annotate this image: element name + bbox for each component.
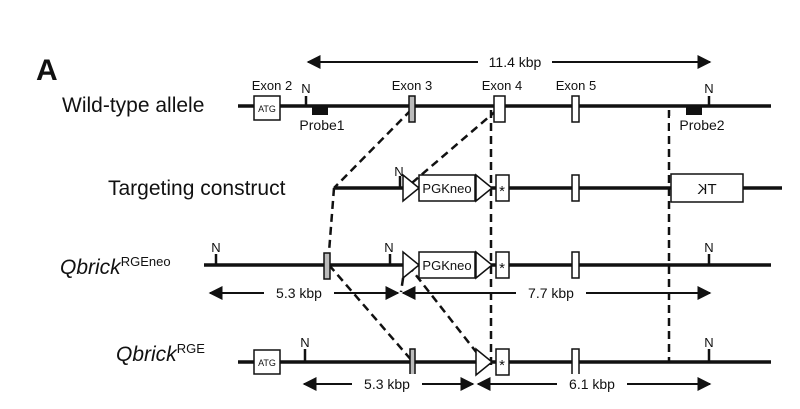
loxp-triangle xyxy=(402,250,421,280)
row-label-rge: QbrickRGE xyxy=(116,341,205,366)
pgkneo-box xyxy=(418,251,476,279)
exon2-label: Exon 2 xyxy=(252,78,292,93)
loxp-triangle xyxy=(402,173,421,203)
dash-row3-to-row4-right xyxy=(407,264,485,363)
probe2-label-bg xyxy=(670,116,734,134)
probe1-box xyxy=(312,106,328,115)
tk-label: TK xyxy=(697,181,716,198)
loxp-triangle xyxy=(475,347,494,377)
distance-label-top: 11.4 kbp xyxy=(489,54,542,70)
n-site-label: N xyxy=(704,335,713,350)
n-site-label: N xyxy=(384,240,393,255)
row-label-rge-base: Qbrick xyxy=(116,343,178,366)
n-site-label: N xyxy=(300,335,309,350)
mutant-exon4-box xyxy=(495,174,510,202)
panel-label: A xyxy=(36,54,58,87)
homology-dashed-lines xyxy=(326,109,671,368)
n-site-label: N xyxy=(704,81,713,96)
atg-label: ATG xyxy=(258,358,276,368)
distance-label-row4-right: 6.1 kbp xyxy=(569,376,615,392)
exon5-box xyxy=(571,174,580,202)
dash-row3-to-row4-left xyxy=(328,264,414,363)
tk-box xyxy=(670,173,744,203)
distance-label-bg xyxy=(557,374,627,392)
atg-box-wild-type xyxy=(253,95,281,121)
exon3-box xyxy=(409,348,416,376)
mutant-exon4-box xyxy=(495,251,510,279)
exon3-box xyxy=(323,252,331,280)
pgkneo-box xyxy=(418,174,476,202)
exon3-label: Exon 3 xyxy=(392,78,432,93)
mutation-star: * xyxy=(499,357,505,374)
loxp-triangle xyxy=(475,250,494,280)
mutation-star: * xyxy=(499,183,505,200)
n-site-label: N xyxy=(211,240,220,255)
dash-exon3-to-construct xyxy=(333,109,412,189)
exon4-label: Exon 4 xyxy=(482,78,522,93)
row-label-rgeneo-superscript: RGEneo xyxy=(121,254,171,269)
probe2-label: Probe2 xyxy=(679,117,724,133)
atg-box-rge xyxy=(253,349,281,375)
exon5-box xyxy=(571,95,580,123)
row-label-rgeneo: QbrickRGEneo xyxy=(60,254,171,279)
dash-exon4-to-construct xyxy=(405,109,498,189)
pgkneo-label: PGKneo xyxy=(422,258,471,273)
pgkneo-label: PGKneo xyxy=(422,181,471,196)
row-label-targeting: Targeting construct xyxy=(108,177,286,200)
probe2-box xyxy=(686,106,702,115)
exon5-box xyxy=(571,251,580,279)
row-label-rge-superscript: RGE xyxy=(177,341,206,356)
distance-label-bg xyxy=(516,283,586,301)
mutant-exon4-box xyxy=(495,348,510,376)
exon3-box xyxy=(408,95,416,123)
n-site-label: N xyxy=(301,81,310,96)
exon5-box xyxy=(571,348,580,376)
row-label-rgeneo-base: Qbrick xyxy=(60,256,122,279)
distance-label-bg xyxy=(264,283,334,301)
n-site-label: N xyxy=(394,164,403,179)
distance-label-row3-left: 5.3 kbp xyxy=(276,285,322,301)
mutation-star: * xyxy=(499,260,505,277)
distance-label-row3-right: 7.7 kbp xyxy=(528,285,574,301)
exon5-label: Exon 5 xyxy=(556,78,596,93)
exon4-box xyxy=(493,95,506,123)
probe1-label: Probe1 xyxy=(299,117,344,133)
row-label-wild-type: Wild-type allele xyxy=(62,94,204,117)
distance-label-bg xyxy=(352,374,422,392)
distance-label-bg xyxy=(478,52,552,70)
loxp-triangle xyxy=(475,173,494,203)
distance-label-row4-left: 5.3 kbp xyxy=(364,376,410,392)
n-site-label: N xyxy=(704,240,713,255)
atg-label: ATG xyxy=(258,104,276,114)
